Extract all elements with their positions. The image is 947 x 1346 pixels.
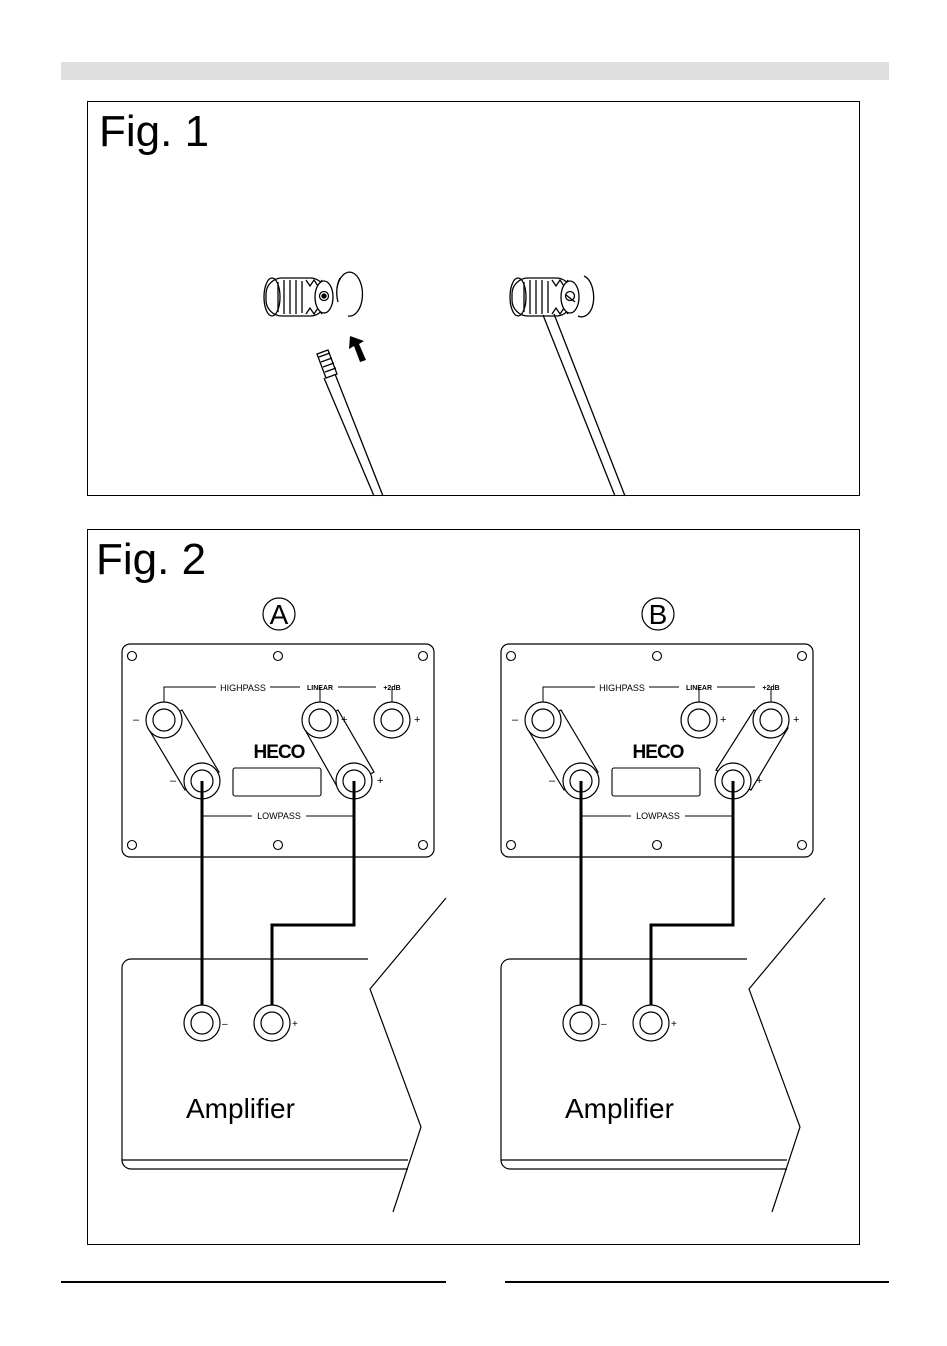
terminal-before-insertion — [264, 272, 362, 316]
panel-a-highpass-label: HIGHPASS — [220, 683, 266, 693]
figure-2-box: Fig. 2 A HIGHPASS LINEAR — [87, 529, 860, 1245]
figure-1-illustration — [88, 102, 861, 497]
panel-a-sign: – — [170, 775, 177, 787]
panel-a-amplifier-terminals — [184, 1005, 290, 1041]
panel-a-amplifier-label: Amplifier — [186, 1093, 295, 1124]
panel-b-plus2db-label: +2dB — [762, 685, 779, 692]
panel-a-sign: + — [377, 775, 383, 787]
panel-b-label-window — [612, 768, 700, 796]
panel-b-lowpass-label: LOWPASS — [636, 811, 680, 821]
panel-a-lowpass-label: LOWPASS — [257, 811, 301, 821]
figure-1-box: Fig. 1 — [87, 101, 860, 496]
footer-rule-left — [61, 1281, 446, 1283]
insertion-arrow-icon — [349, 336, 366, 362]
panel-b-letter: B — [649, 599, 668, 630]
panel-a-sign: + — [414, 714, 420, 726]
panel-b-amplifier-break-line — [749, 898, 825, 1212]
panel-a-sign: – — [133, 714, 140, 726]
footer-rule-right — [505, 1281, 889, 1283]
panel-b-sign: + — [756, 775, 762, 787]
panel-b-amplifier-label: Amplifier — [565, 1093, 674, 1124]
figure-2-diagram: A HIGHPASS LINEAR +2dB LOWPASS — [88, 530, 861, 1246]
panel-a-sign: + — [292, 1019, 298, 1030]
panel-a-amplifier-break-line — [370, 898, 446, 1212]
terminal-with-wire-inserted — [510, 276, 625, 496]
panel-b-sign: + — [720, 714, 726, 726]
panel-b-sign: – — [601, 1019, 607, 1030]
panel-a-letter: A — [270, 599, 289, 630]
header-band — [61, 62, 889, 80]
panel-b-highpass-label: HIGHPASS — [599, 683, 645, 693]
panel-b-amplifier-terminals — [563, 1005, 669, 1041]
panel-a-plus2db-label: +2dB — [383, 685, 400, 692]
panel-b-sign: – — [512, 714, 519, 726]
stripped-wire — [317, 350, 383, 496]
panel-a-sign: – — [222, 1019, 228, 1030]
panel-b: B HIGHPASS LINEAR +2dB LOWPASS — [501, 598, 825, 1212]
panel-a-brand-logo: HECO — [254, 742, 305, 763]
panel-a-label-window — [233, 768, 321, 796]
panel-b-linear-label: LINEAR — [686, 685, 712, 692]
panel-a-sign: + — [341, 714, 347, 726]
panel-b-brand-logo: HECO — [633, 742, 684, 763]
panel-b-sign: + — [671, 1019, 677, 1030]
panel-a: A HIGHPASS LINEAR +2dB LOWPASS — [122, 598, 446, 1212]
panel-b-sign: + — [793, 714, 799, 726]
panel-a-linear-label: LINEAR — [307, 685, 333, 692]
panel-b-sign: – — [549, 775, 556, 787]
